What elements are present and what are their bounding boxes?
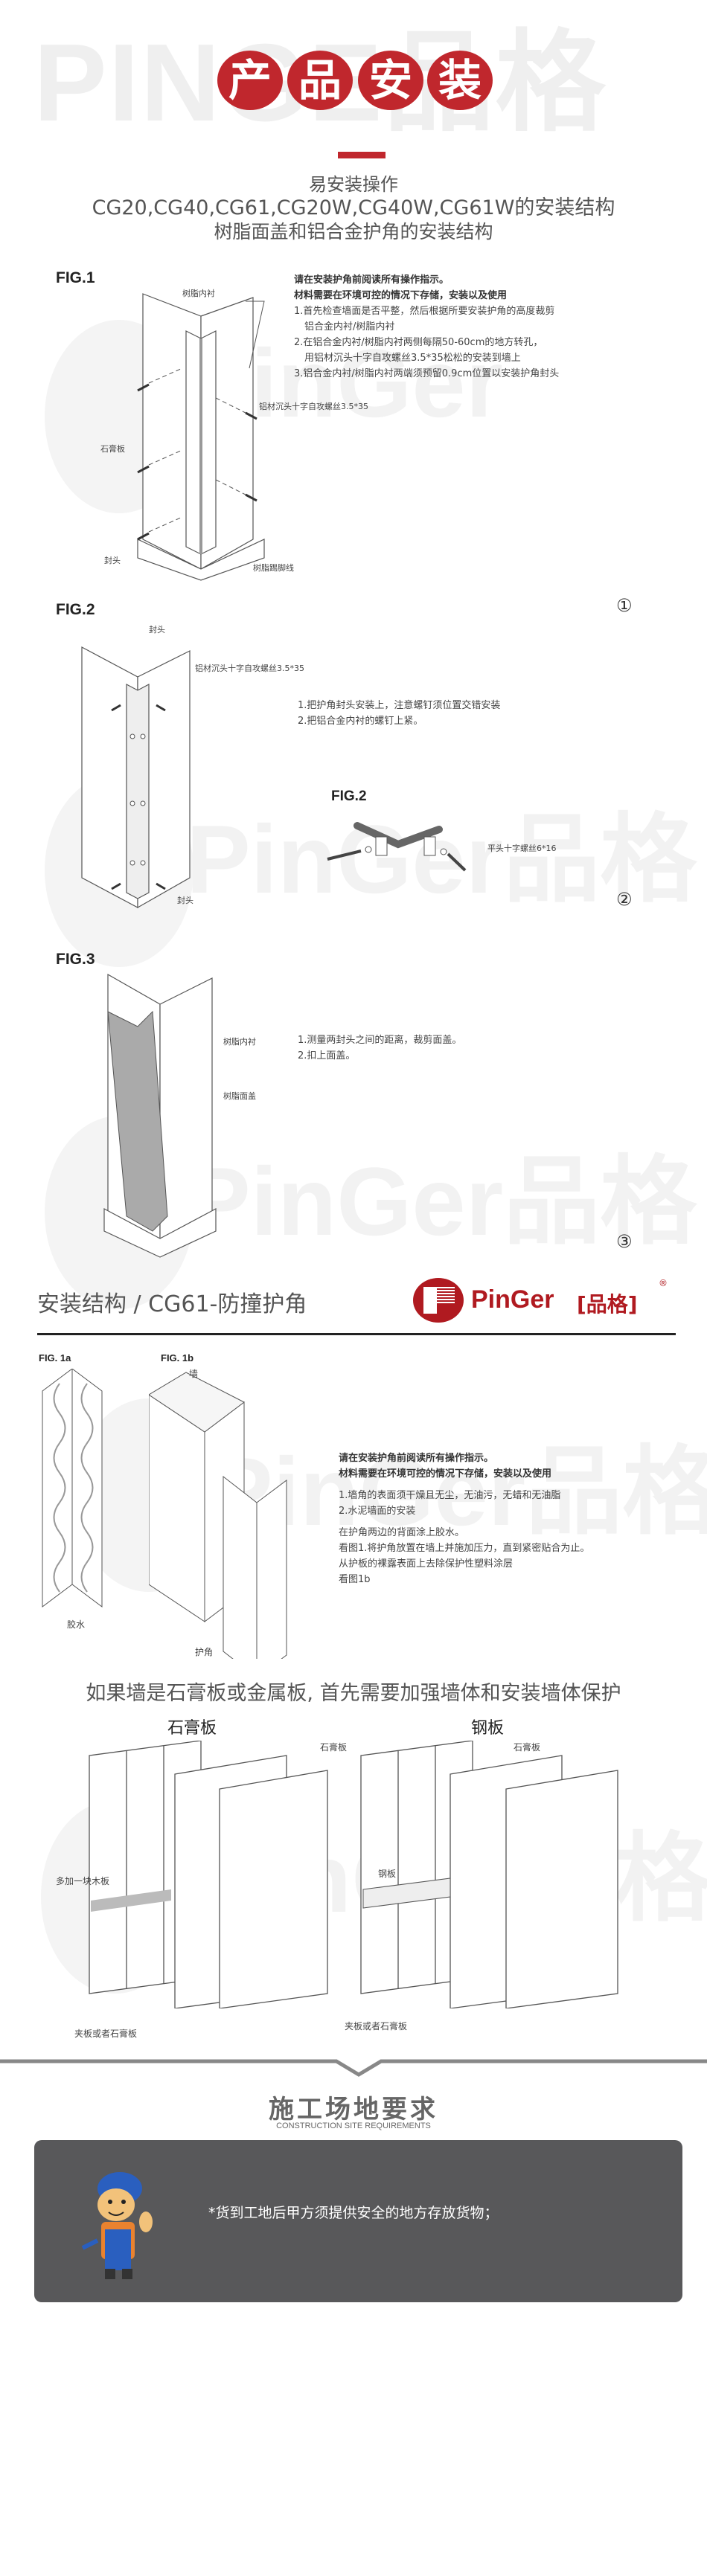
logo-cn: [品格] [577,1292,638,1317]
accent-bar [338,152,386,158]
step-number: ③ [616,1231,633,1252]
cg61-item: 在护角两边的背面涂上胶水。 [339,1527,465,1538]
step1-heading1: 请在安装护角前阅读所有操作指示。 [294,274,450,286]
step1-heading2: 材料需要在环境可控的情况下存储，安装以及使用 [294,290,508,301]
step-number: ① [616,595,633,616]
label-skirting: 树脂踢脚线 [253,563,294,573]
site-item: 源及照明等。 [208,2523,298,2540]
step1-item: 3.铝合金内衬/树脂内衬两端须预留0.9cm位置以安装护角封头 [294,368,560,379]
watermark: PinGer品格 [186,1147,697,1256]
label-wall: 墙 [189,1369,199,1379]
fig-label: FIG. 1b [161,1352,194,1364]
title-char: 装 [427,51,493,110]
cg61-item: 看图1.将护角放置在墙上并施加压力，直到紧密贴合为止。 [339,1543,590,1554]
fig1b-drawing [149,1372,287,1659]
label-cover: 树脂面盖 [223,1091,256,1101]
cg61-item: 从护板的裸露表面上去除保护性塑料涂层 [339,1558,514,1570]
fig1a-drawing [42,1369,103,1607]
label-screw: 铝材沉头十字自攻螺丝3.5*35 [259,402,368,411]
walls-heading: 如果墙是石膏板或金属板, 首先需要加强墙体和安装墙体保护 [86,1682,621,1705]
site-title: 施工场地要求 [269,2095,438,2124]
label-screw: 铝材沉头十字自攻螺丝3.5*35 [195,664,304,673]
worker-mascot-icon [81,2172,153,2279]
label-steel: 钢板 [378,1869,397,1879]
intro-line1: 易安装操作 [309,174,398,195]
cg61-heading1: 请在安装护角前阅读所有操作指示。 [339,1453,494,1464]
fig-label-small: FIG.2 [331,788,367,804]
title-char: 安 [358,51,423,110]
title-char: 产 [217,51,283,110]
watermark: PinGer品格 [208,1437,707,1546]
fig1-drawing [137,293,265,581]
cg61-item: 2.水泥墙面的安装 [339,1506,416,1517]
logo-circle-icon [413,1278,464,1323]
pinger-logo: PinGer [品格] ® [413,1278,668,1323]
cg61-item: 1.墙角的表面须干燥且无尘，无油污，无蜡和无油脂 [339,1490,561,1501]
site-item: 施工效果； [208,2364,284,2380]
label-glue: 胶水 [67,1619,86,1630]
step1-item: 2.在铝合金内衬/树脂内衬两侧每隔50-60cm的地方转孔， [294,337,543,348]
fig3-drawing [103,973,217,1258]
step2-item: 1.把护角封头安装上，注意螺钉须位置交错安装 [298,700,501,711]
label-cap-bottom: 封头 [177,896,193,905]
section-divider [37,1333,676,1335]
fig2-drawing [81,646,191,909]
fig-label: FIG.3 [56,951,95,968]
label-bottom-left: 夹板或者石膏板 [74,2029,138,2039]
intro-line3: 树脂面盖和铝合金护角的安装结构 [214,221,493,242]
logo-text: PinGer [471,1285,554,1314]
cap-screw-drawing [327,822,467,872]
fig-label: FIG. 1a [39,1352,71,1364]
site-item: *甲方应交付已完成墙壁装饰施工之场地，避免交叉作业而影响 [208,2310,598,2327]
cg61-title: 安装结构 / CG61-防撞护角 [37,1291,307,1317]
step3-item: 1.测量两封头之间的距离，裁剪面盖。 [298,1035,462,1046]
step1-item: 用铝材沉头十字自攻螺丝3.5*35松松的安装到墙上 [304,353,521,364]
walls-drawing [89,1741,618,2008]
step2-item: 2.把铝合金内衬的螺钉上紧。 [298,716,423,727]
site-subtitle: CONSTRUCTION SITE REQUIREMENTS [276,2121,431,2130]
label-guard: 护角 [195,1647,214,1657]
chevron-separator [0,2059,707,2077]
site-box: *货到工地后甲方须提供安全的地方存放货物； *甲方应交付已完成墙壁装饰施工之场地… [34,2140,682,2540]
logo-reg: ® [659,1278,668,1288]
gypsum-title: 石膏板 [167,1719,217,1738]
label-flat-screw: 平头十字螺丝6*16 [487,844,557,853]
site-item: *货到工地后甲方须提供安全的地方存放货物； [208,2205,499,2221]
fig-label: FIG.2 [56,601,95,618]
steel-title: 钢板 [471,1719,505,1738]
label-wood: 多加一块木板 [56,1876,110,1886]
fig-label: FIG.1 [56,269,95,286]
label-liner: 树脂内衬 [223,1037,256,1047]
label-cap: 封头 [104,556,121,565]
label-gypsum-board: 石膏板 [320,1742,348,1753]
step1-item: 1.首先检查墙面是否平整，然后根据所要安装护角的高度裁剪 [294,306,555,317]
step1-item: 铝合金内衬/树脂内衬 [304,321,395,333]
label-gypsum: 石膏板 [100,444,125,454]
label-bottom-right: 夹板或者石膏板 [345,2021,408,2031]
label-cap-top: 封头 [149,625,165,635]
cg61-item: 看图1b [339,1574,371,1585]
title-char: 品 [287,51,353,110]
cg61-heading2: 材料需要在环境可控的情况下存储，安装以及使用 [339,1468,552,1480]
label-liner: 树脂内衬 [182,289,215,298]
step-number: ② [616,889,633,910]
intro-line2: CG20,CG40,CG61,CG20W,CG40W,CG61W的安装结构 [92,196,615,219]
watermark: PinGer品格 [186,805,697,913]
site-item: *甲方应在乙方开始铺设安装时给予工程有关事项的帮助，如电 [208,2470,598,2486]
label-gypsum-board-right: 石膏板 [514,1742,541,1753]
step3-item: 2.扣上面盖。 [298,1050,356,1061]
